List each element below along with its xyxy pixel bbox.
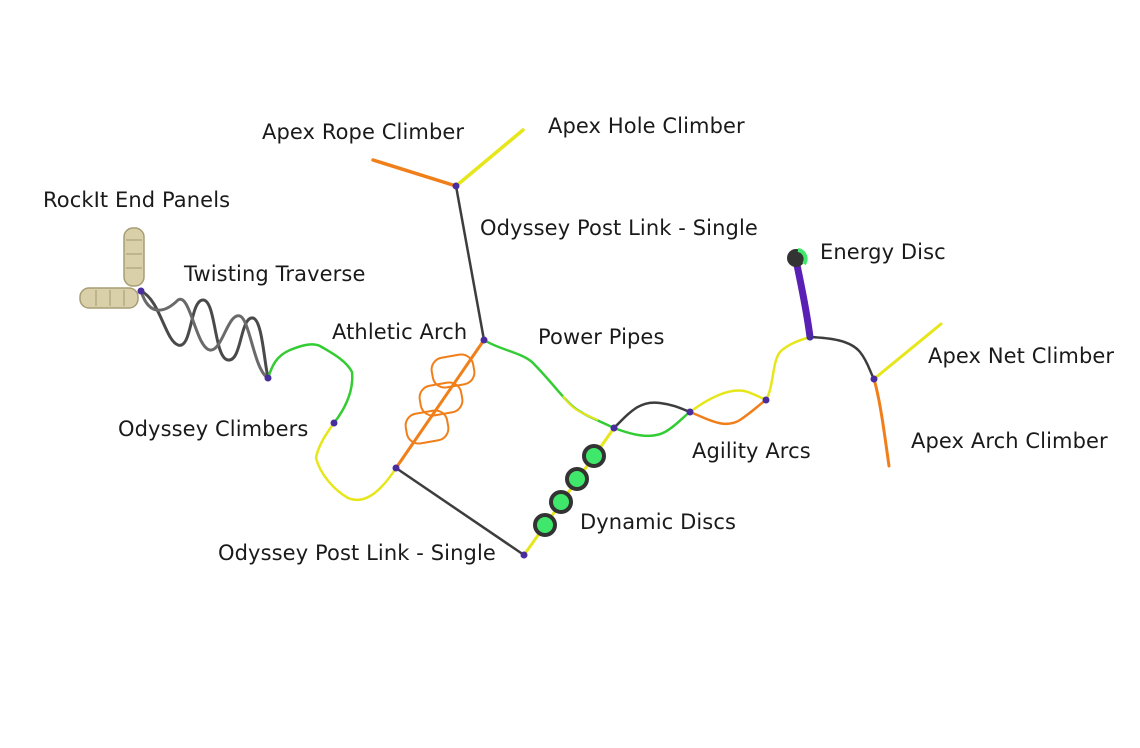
junction-node	[330, 419, 338, 427]
label-dynamic-discs: Dynamic Discs	[580, 510, 737, 534]
junction-node	[137, 287, 145, 295]
junction-node	[480, 336, 488, 344]
energy-disc-post	[792, 256, 814, 341]
junction-node	[264, 374, 272, 382]
label-athletic-arch: Athletic Arch	[332, 320, 468, 344]
dynamic-disc	[565, 467, 589, 491]
label-apex-rope-climber: Apex Rope Climber	[262, 120, 465, 144]
label-odyssey-post-link-bottom: Odyssey Post Link - Single	[218, 541, 496, 565]
apex-net-climber-arm	[872, 322, 943, 381]
agility-arcs-orange	[689, 398, 767, 426]
athletic-arch-loops	[404, 353, 476, 445]
dynamic-disc	[549, 490, 573, 514]
label-agility-arcs: Agility Arcs	[692, 439, 811, 463]
label-odyssey-climbers: Odyssey Climbers	[118, 417, 309, 441]
agility-arcs-dark	[613, 401, 691, 429]
yellow-connector-to-junction	[764, 335, 811, 401]
junction-node	[762, 396, 770, 404]
apex-arch-climber-arm	[872, 377, 891, 468]
green-connector-path	[266, 343, 354, 424]
junction-node	[520, 551, 528, 559]
junction-node	[392, 464, 400, 472]
agility-arcs-yellow	[689, 389, 767, 414]
junction-nodes	[137, 182, 878, 559]
athletic-arch-beam	[394, 339, 486, 469]
dynamic-disc	[533, 513, 557, 537]
odyssey-post-link-top-beam	[454, 185, 486, 341]
junction-node	[806, 333, 814, 341]
dynamic-discs-group	[533, 444, 606, 537]
odyssey-post-link-bottom-beam	[395, 466, 525, 557]
rockit-end-panels-shape	[79, 227, 145, 309]
apex-hole-climber-arm	[454, 128, 525, 188]
label-apex-arch-climber: Apex Arch Climber	[911, 429, 1108, 453]
energy-disc-icon	[787, 249, 805, 267]
agility-arcs-green	[613, 410, 691, 438]
junction-node	[686, 408, 694, 416]
apex-rope-climber-arm	[371, 158, 458, 188]
label-rockit-end-panels: RockIt End Panels	[43, 188, 231, 212]
power-pipes-lower	[562, 395, 599, 421]
odyssey-climbers-path	[314, 422, 398, 502]
label-apex-hole-climber: Apex Hole Climber	[548, 114, 745, 138]
energy-disc-to-net-link	[809, 335, 876, 380]
twisting-traverse-helix	[139, 289, 270, 380]
power-pipes-path	[483, 338, 615, 430]
junction-node	[610, 424, 618, 432]
label-apex-net-climber: Apex Net Climber	[928, 344, 1115, 368]
label-power-pipes: Power Pipes	[538, 325, 665, 349]
junction-node	[870, 375, 878, 383]
label-odyssey-post-link-top: Odyssey Post Link - Single	[480, 216, 758, 240]
label-twisting-traverse: Twisting Traverse	[184, 262, 366, 286]
label-energy-disc: Energy Disc	[820, 240, 946, 264]
junction-node	[452, 182, 460, 190]
dynamic-disc	[582, 444, 606, 468]
